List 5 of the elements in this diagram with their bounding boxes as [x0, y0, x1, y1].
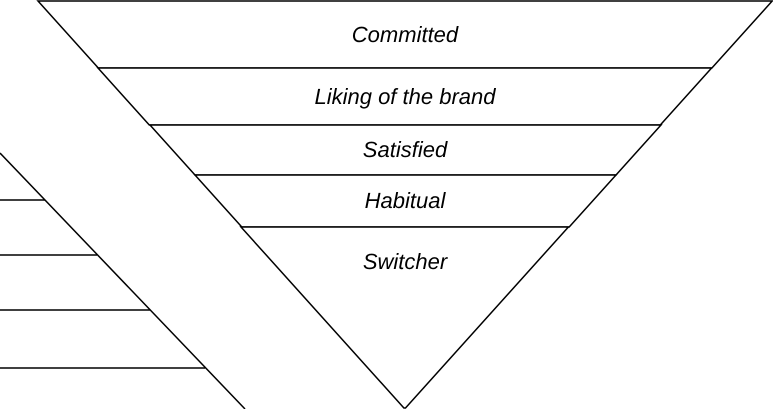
layer-label: Habitual — [364, 188, 446, 214]
layer-label: Switcher — [362, 249, 448, 275]
layer-label: Liking of the brand — [314, 84, 496, 110]
layer-label: Satisfied — [362, 137, 448, 163]
layer-label: Committed — [352, 22, 458, 48]
